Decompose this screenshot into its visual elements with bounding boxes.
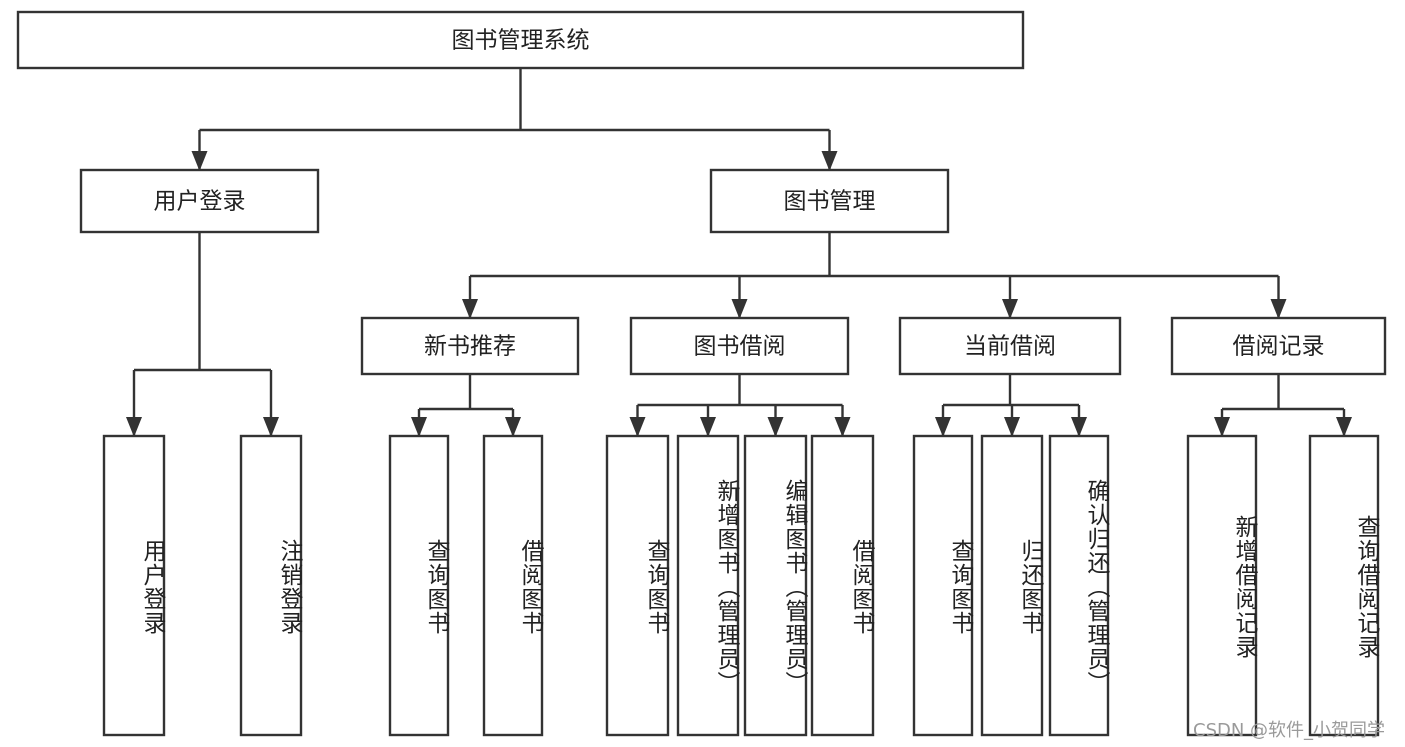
- leaf-node-box-7[interactable]: [810, 434, 875, 737]
- boxes-layer: [16, 10, 1387, 737]
- arrow-head-icon: [834, 417, 851, 437]
- root-node-box[interactable]: [16, 10, 1025, 70]
- leaf-node-box-9[interactable]: [980, 434, 1044, 737]
- level2-node-label-1: 图书管理: [784, 189, 876, 215]
- arrow-head-icon: [767, 417, 784, 437]
- arrow-head-icon: [935, 417, 951, 437]
- leaf-node-box-10[interactable]: [1048, 434, 1110, 737]
- csdn-watermark: CSDN @软件_小贺同学: [1193, 720, 1386, 741]
- level2-node-box-0[interactable]: [79, 168, 320, 234]
- level3-node-box-3[interactable]: [1170, 316, 1387, 376]
- level3-node-label-1: 图书借阅: [694, 334, 786, 360]
- arrow-head-icon: [629, 417, 646, 437]
- level3-node-label-0: 新书推荐: [424, 334, 516, 360]
- level3-node-box-1[interactable]: [629, 316, 850, 376]
- leaf-node-box-1[interactable]: [239, 434, 303, 737]
- arrow-head-icon: [1071, 417, 1087, 437]
- level3-node-label-2: 当前借阅: [964, 334, 1056, 360]
- root-node-label: 图书管理系统: [452, 28, 590, 54]
- arrow-head-icon: [700, 417, 716, 437]
- arrow-head-icon: [191, 151, 208, 171]
- leaf-node-box-0[interactable]: [102, 434, 166, 737]
- arrow-head-icon: [263, 417, 279, 437]
- arrow-head-icon: [821, 151, 838, 171]
- level3-node-box-2[interactable]: [898, 316, 1122, 376]
- arrow-head-icon: [1002, 299, 1018, 319]
- leaf-node-box-8[interactable]: [912, 434, 974, 737]
- arrow-head-icon: [1336, 417, 1352, 437]
- arrow-head-icon: [505, 417, 521, 437]
- arrow-head-icon: [1004, 417, 1020, 437]
- level3-node-box-0[interactable]: [360, 316, 580, 376]
- leaf-node-box-3[interactable]: [482, 434, 544, 737]
- leaf-node-box-11[interactable]: [1186, 434, 1258, 737]
- leaf-node-box-4[interactable]: [605, 434, 670, 737]
- level2-node-box-1[interactable]: [709, 168, 950, 234]
- arrow-head-icon: [1214, 417, 1230, 437]
- arrow-head-icon: [411, 417, 427, 437]
- arrow-head-icon: [731, 299, 748, 319]
- leaf-node-box-5[interactable]: [676, 434, 740, 737]
- connectors-layer: [126, 68, 1352, 437]
- leaf-node-box-6[interactable]: [743, 434, 808, 737]
- arrow-head-icon: [462, 299, 478, 319]
- arrow-head-icon: [126, 417, 142, 437]
- arrow-head-icon: [1270, 299, 1287, 319]
- level2-node-label-0: 用户登录: [154, 189, 246, 215]
- leaf-node-box-12[interactable]: [1308, 434, 1380, 737]
- level3-node-label-3: 借阅记录: [1233, 334, 1325, 360]
- leaf-node-box-2[interactable]: [388, 434, 450, 737]
